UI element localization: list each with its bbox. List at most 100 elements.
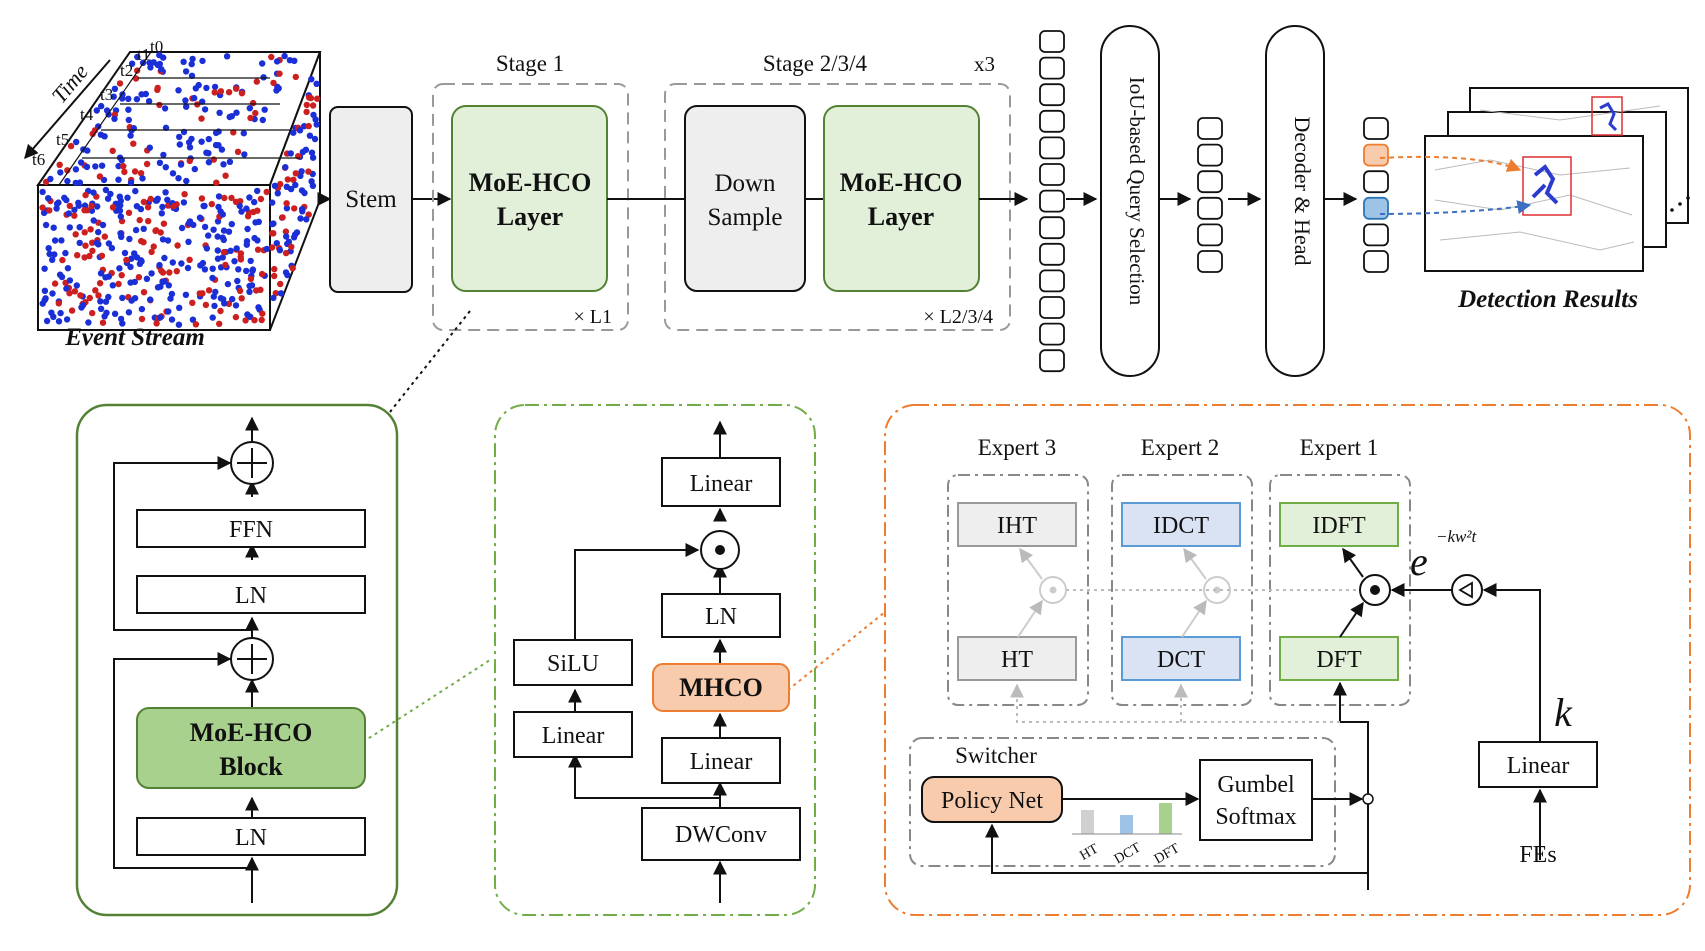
event-point xyxy=(246,282,253,290)
event-point xyxy=(102,186,110,194)
event-point xyxy=(251,198,258,206)
event-point xyxy=(270,294,277,302)
event-point xyxy=(148,248,155,256)
event-point xyxy=(132,226,140,234)
exp-base: e xyxy=(1410,539,1428,584)
event-point xyxy=(220,248,228,256)
event-point xyxy=(233,85,240,92)
event-point xyxy=(99,221,107,229)
event-point xyxy=(196,214,204,221)
event-point xyxy=(76,239,83,247)
event-point xyxy=(99,319,107,326)
event-point xyxy=(201,266,209,273)
event-point xyxy=(97,305,105,312)
ht-label: HT xyxy=(1001,647,1033,673)
event-point xyxy=(49,290,56,297)
event-point xyxy=(244,225,251,233)
event-point xyxy=(162,189,169,196)
event-point xyxy=(244,213,252,220)
event-point xyxy=(127,179,135,186)
block-detail-panel xyxy=(494,404,816,916)
event-point xyxy=(232,302,240,309)
event-point xyxy=(290,129,297,136)
event-point xyxy=(308,149,316,156)
event-point xyxy=(111,310,119,317)
event-point xyxy=(205,150,212,157)
event-point xyxy=(137,205,145,213)
event-point xyxy=(225,300,233,307)
event-point xyxy=(105,240,113,247)
event-point xyxy=(139,175,146,182)
event-point xyxy=(75,202,83,209)
event-point xyxy=(186,144,194,151)
event-point xyxy=(214,233,221,240)
event-stream-cube: Time t0 t1 t2 t3 t4 t5 t6 Event Stream xyxy=(24,37,322,351)
event-point xyxy=(217,307,224,315)
event-point xyxy=(109,204,117,211)
event-point xyxy=(85,319,92,326)
downsample-line2: Sample xyxy=(708,204,783,231)
event-point xyxy=(66,290,73,297)
event-point xyxy=(125,106,132,113)
event-point xyxy=(185,238,192,245)
dft-box xyxy=(1279,636,1399,681)
event-point xyxy=(251,317,258,324)
token xyxy=(1197,170,1223,194)
event-point xyxy=(274,190,281,197)
event-point xyxy=(238,295,245,302)
event-point xyxy=(87,226,94,233)
event-point xyxy=(125,209,133,216)
event-point xyxy=(50,224,57,231)
k-label: k xyxy=(1554,690,1573,735)
event-point xyxy=(93,239,101,247)
event-point xyxy=(175,321,183,328)
event-point xyxy=(191,94,198,102)
event-point xyxy=(292,181,299,189)
linear-k-label: Linear xyxy=(1507,753,1570,779)
event-point xyxy=(124,194,131,201)
event-point xyxy=(202,301,210,309)
event-point xyxy=(284,271,291,279)
event-point xyxy=(126,235,133,243)
ht-box xyxy=(957,636,1077,681)
event-point xyxy=(301,123,308,130)
event-point xyxy=(234,148,242,155)
event-point xyxy=(154,195,161,202)
event-point xyxy=(212,129,220,137)
token xyxy=(1363,196,1389,220)
event-point xyxy=(165,282,172,289)
stage234-block-line1: MoE-HCO xyxy=(840,168,963,197)
event-point xyxy=(64,265,72,272)
layer-detail-panel xyxy=(75,403,399,917)
event-point xyxy=(39,188,46,196)
event-point xyxy=(178,224,186,232)
event-point xyxy=(72,231,79,238)
event-point xyxy=(111,85,119,93)
event-point xyxy=(247,275,255,283)
event-point xyxy=(121,168,128,176)
event-point xyxy=(158,210,165,217)
event-point xyxy=(62,249,69,257)
event-point xyxy=(246,194,253,201)
event-point xyxy=(183,103,190,110)
event-point xyxy=(215,203,222,211)
event-point xyxy=(225,228,233,235)
event-point xyxy=(260,74,267,81)
silu-box xyxy=(513,639,633,686)
zoom-link-block xyxy=(362,659,491,743)
event-point xyxy=(210,226,217,233)
time-arrow xyxy=(24,59,111,160)
event-point xyxy=(199,290,206,297)
event-point xyxy=(174,242,181,249)
event-point xyxy=(214,255,222,262)
event-point xyxy=(51,237,59,244)
token xyxy=(1039,189,1065,213)
event-point xyxy=(228,113,235,120)
token xyxy=(1039,109,1065,133)
event-point xyxy=(92,287,99,294)
event-point xyxy=(138,258,145,265)
event-point xyxy=(305,168,312,175)
event-point xyxy=(170,202,177,210)
tick-t2: t2 xyxy=(120,61,133,80)
